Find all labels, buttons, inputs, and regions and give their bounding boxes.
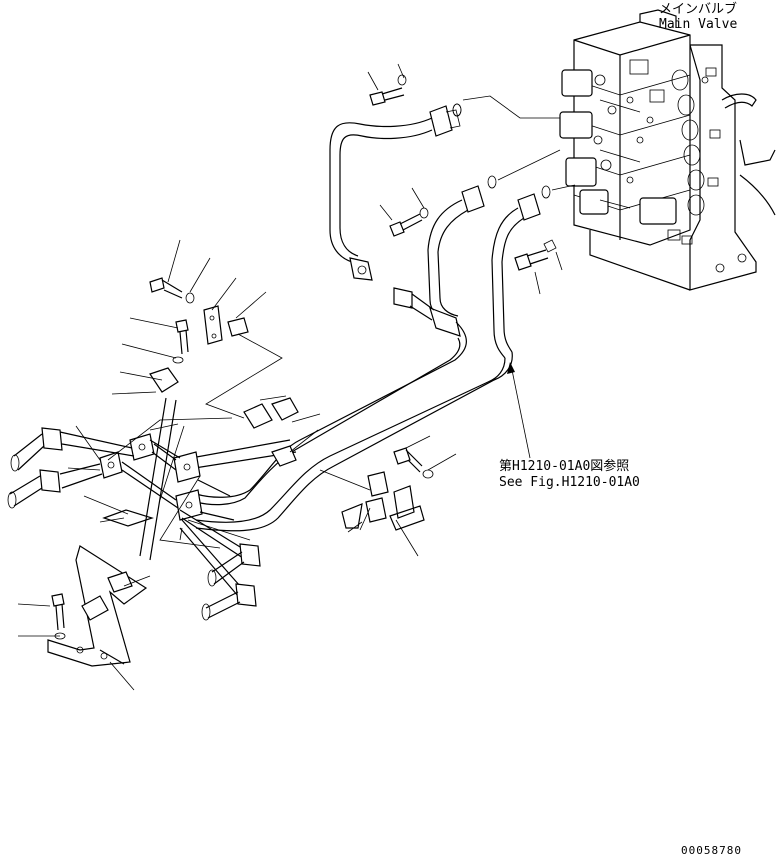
long-tubes	[179, 321, 513, 532]
right-hose	[491, 193, 563, 359]
main-valve-assembly	[559, 9, 776, 291]
bolt-upper	[367, 63, 407, 106]
callout-leaders	[17, 239, 531, 691]
o-rings	[452, 103, 551, 199]
middle-hose	[379, 185, 485, 337]
see-fig-arrow	[507, 362, 515, 374]
drawing-code: 00058780	[681, 844, 742, 857]
left-fittings	[7, 427, 261, 621]
left-bracket	[47, 277, 249, 667]
main-valve-label-jp: メインバルブ	[659, 2, 738, 17]
upper-hose	[329, 103, 462, 281]
main-valve-label-en: Main Valve	[659, 17, 738, 32]
leader-lines-valve	[462, 95, 576, 191]
see-fig-label-jp: 第H1210-01A0図参照	[499, 459, 630, 474]
see-fig-label-en: See Fig.H1210-01A0	[499, 475, 640, 490]
center-clamps	[243, 397, 434, 531]
